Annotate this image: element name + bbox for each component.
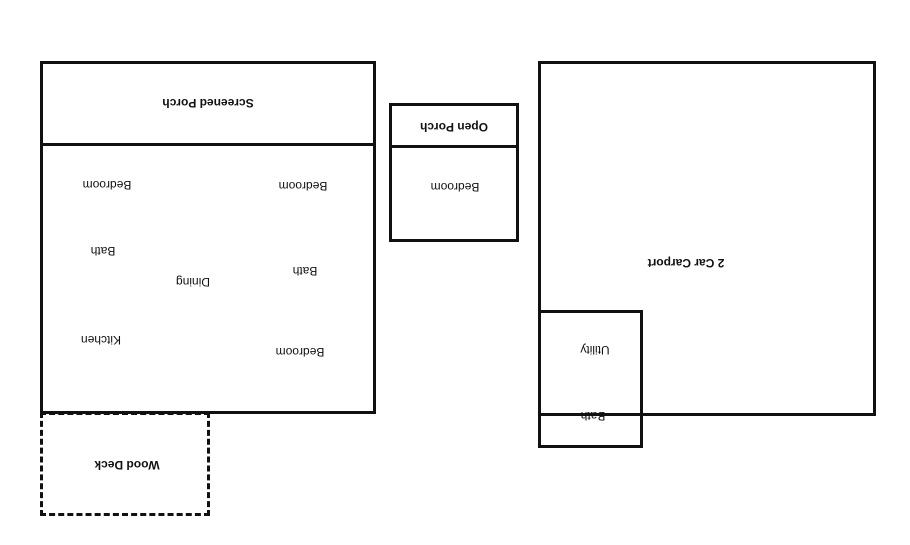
carport-outline (538, 61, 876, 416)
bedroom-annex-outline (389, 103, 519, 242)
open-porch-label: Open Porch (419, 120, 489, 134)
dining-label: Dining (175, 275, 211, 289)
wood-deck-outline (40, 412, 210, 516)
carport-label: 2 Car Carport (647, 256, 725, 270)
bath-center-label: Bath (292, 264, 318, 278)
utility-bath-outline (538, 310, 643, 448)
bath-carport-label: Bath (580, 409, 606, 423)
bath-left-label: Bath (90, 244, 116, 258)
bedroom-bottom-right-label: Bedroom (275, 345, 325, 359)
screened-porch-label: Screened Porch (162, 96, 254, 110)
porch-divider-wall (40, 143, 376, 146)
main-house-outline (40, 61, 376, 414)
bedroom-top-right-label: Bedroom (278, 179, 328, 193)
bedroom-annex-label: Bedroom (430, 180, 480, 194)
open-porch-divider-wall (389, 145, 519, 148)
utility-label: Utility (580, 343, 610, 357)
kitchen-label: Kitchen (80, 333, 122, 347)
bedroom-top-left-label: Bedroom (82, 178, 132, 192)
wood-deck-label: Wood Deck (94, 458, 160, 472)
